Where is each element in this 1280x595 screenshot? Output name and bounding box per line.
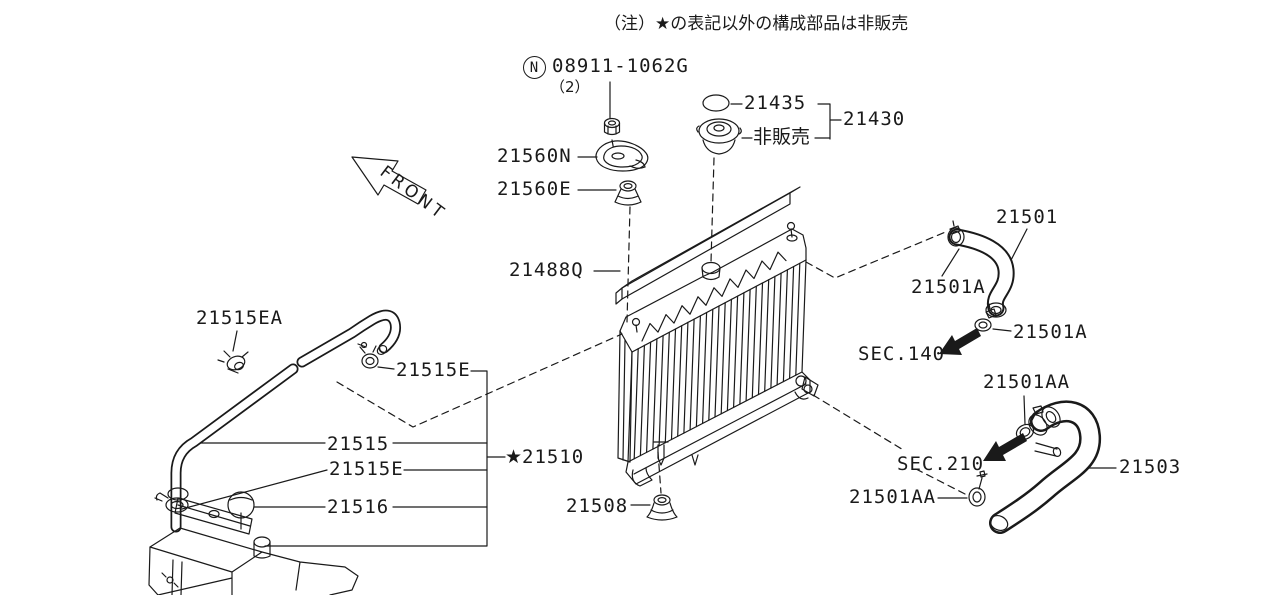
reservoir-tank-drawing [149,488,358,595]
front-arrow [352,157,426,204]
callout-sec210: SEC.210 [897,453,985,475]
dashed-leader-lines [337,140,967,495]
callout-21508: 21508 [566,495,629,517]
leader-lines [182,82,1116,546]
callout-21501AA-1: 21501AA [983,371,1071,393]
callout-21515: 21515 [327,433,390,455]
lower-hose-drawing [969,403,1090,533]
callout-cap-not-sold: 非販売 [753,126,811,148]
overflow-clip-drawing [218,351,248,373]
star-symbol: ★ [505,446,523,468]
overflow-clamp-top-drawing [358,343,378,369]
circled-n-symbol: N [523,56,546,79]
section-arrows [939,328,1027,461]
note-not-for-sale: （注）★の表記以外の構成部品は非販売 [604,14,909,34]
callout-21515E-top: 21515E [396,359,471,381]
nut-part-number: 08911-1062G [552,55,689,77]
callout-21515EA: 21515EA [196,307,284,329]
radiator-drawing [618,223,818,487]
callout-21501AA-2: 21501AA [849,486,937,508]
callout-21430: 21430 [843,108,906,130]
callout-21501A-2: 21501A [1013,321,1088,343]
callout-21515E-bottom: 21515E [329,458,404,480]
callout-21560N: 21560N [497,145,572,167]
cap-seal-drawing [703,95,729,111]
callout-21501A-1: 21501A [911,276,986,298]
seal-strip-drawing [616,187,800,304]
callout-21560E: 21560E [497,178,572,200]
callout-21435: 21435 [744,92,807,114]
upper-hose-drawing [948,221,1006,331]
callout-21510: ★21510 [505,447,584,467]
callout-21516: 21516 [327,496,390,518]
nut-callout: N 08911-1062G [523,56,689,79]
nut-drawing [605,119,620,135]
callout-21488Q: 21488Q [509,259,584,281]
reservoir-part-number: 21510 [522,446,585,468]
sec140-arrow [939,328,981,355]
reservoir-cap-drawing [228,492,254,518]
nut-quantity: （2） [550,78,590,96]
upper-bracket-drawing [596,141,648,171]
overflow-hose-drawing [176,315,396,527]
radiator-cap-drawing [697,119,742,154]
callout-21503: 21503 [1119,456,1182,478]
sec210-arrow [983,433,1027,461]
lower-mount-drawing [647,495,677,520]
callout-21501: 21501 [996,206,1059,228]
callout-sec140: SEC.140 [858,343,946,365]
upper-mount-drawing [615,181,641,205]
